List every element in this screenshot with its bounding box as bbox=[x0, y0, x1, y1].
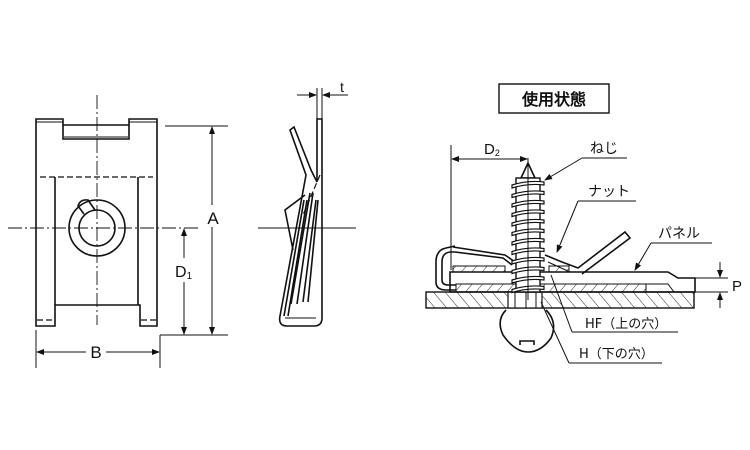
dim-d1-label: D1 bbox=[175, 264, 193, 282]
dim-a-label: A bbox=[207, 209, 219, 228]
label-h: H（下の穴） bbox=[579, 347, 654, 362]
label-screw: ねじ bbox=[590, 141, 618, 157]
label-hf: HF（上の穴） bbox=[585, 317, 667, 332]
label-p: P bbox=[732, 278, 742, 295]
dim-b-label: B bbox=[90, 343, 101, 362]
dim-t-label: t bbox=[340, 79, 344, 95]
side-tab bbox=[284, 194, 306, 251]
ring-tab bbox=[77, 199, 96, 215]
label-nut: ナット bbox=[588, 184, 630, 200]
usage-title-box bbox=[498, 83, 610, 114]
side-view: t bbox=[258, 79, 356, 327]
usage-title: 使用状態 bbox=[521, 90, 586, 109]
label-panel: パネル bbox=[658, 226, 700, 242]
clip-outline bbox=[35, 118, 158, 327]
clip-loop bbox=[435, 245, 456, 291]
side-plate bbox=[278, 118, 323, 327]
screw-shank bbox=[511, 158, 545, 300]
dim-d2-label: D2 bbox=[484, 141, 500, 158]
front-view: A D1 B bbox=[8, 95, 228, 368]
screw-head bbox=[499, 309, 555, 353]
usage-view: 使用状態 bbox=[425, 83, 742, 364]
